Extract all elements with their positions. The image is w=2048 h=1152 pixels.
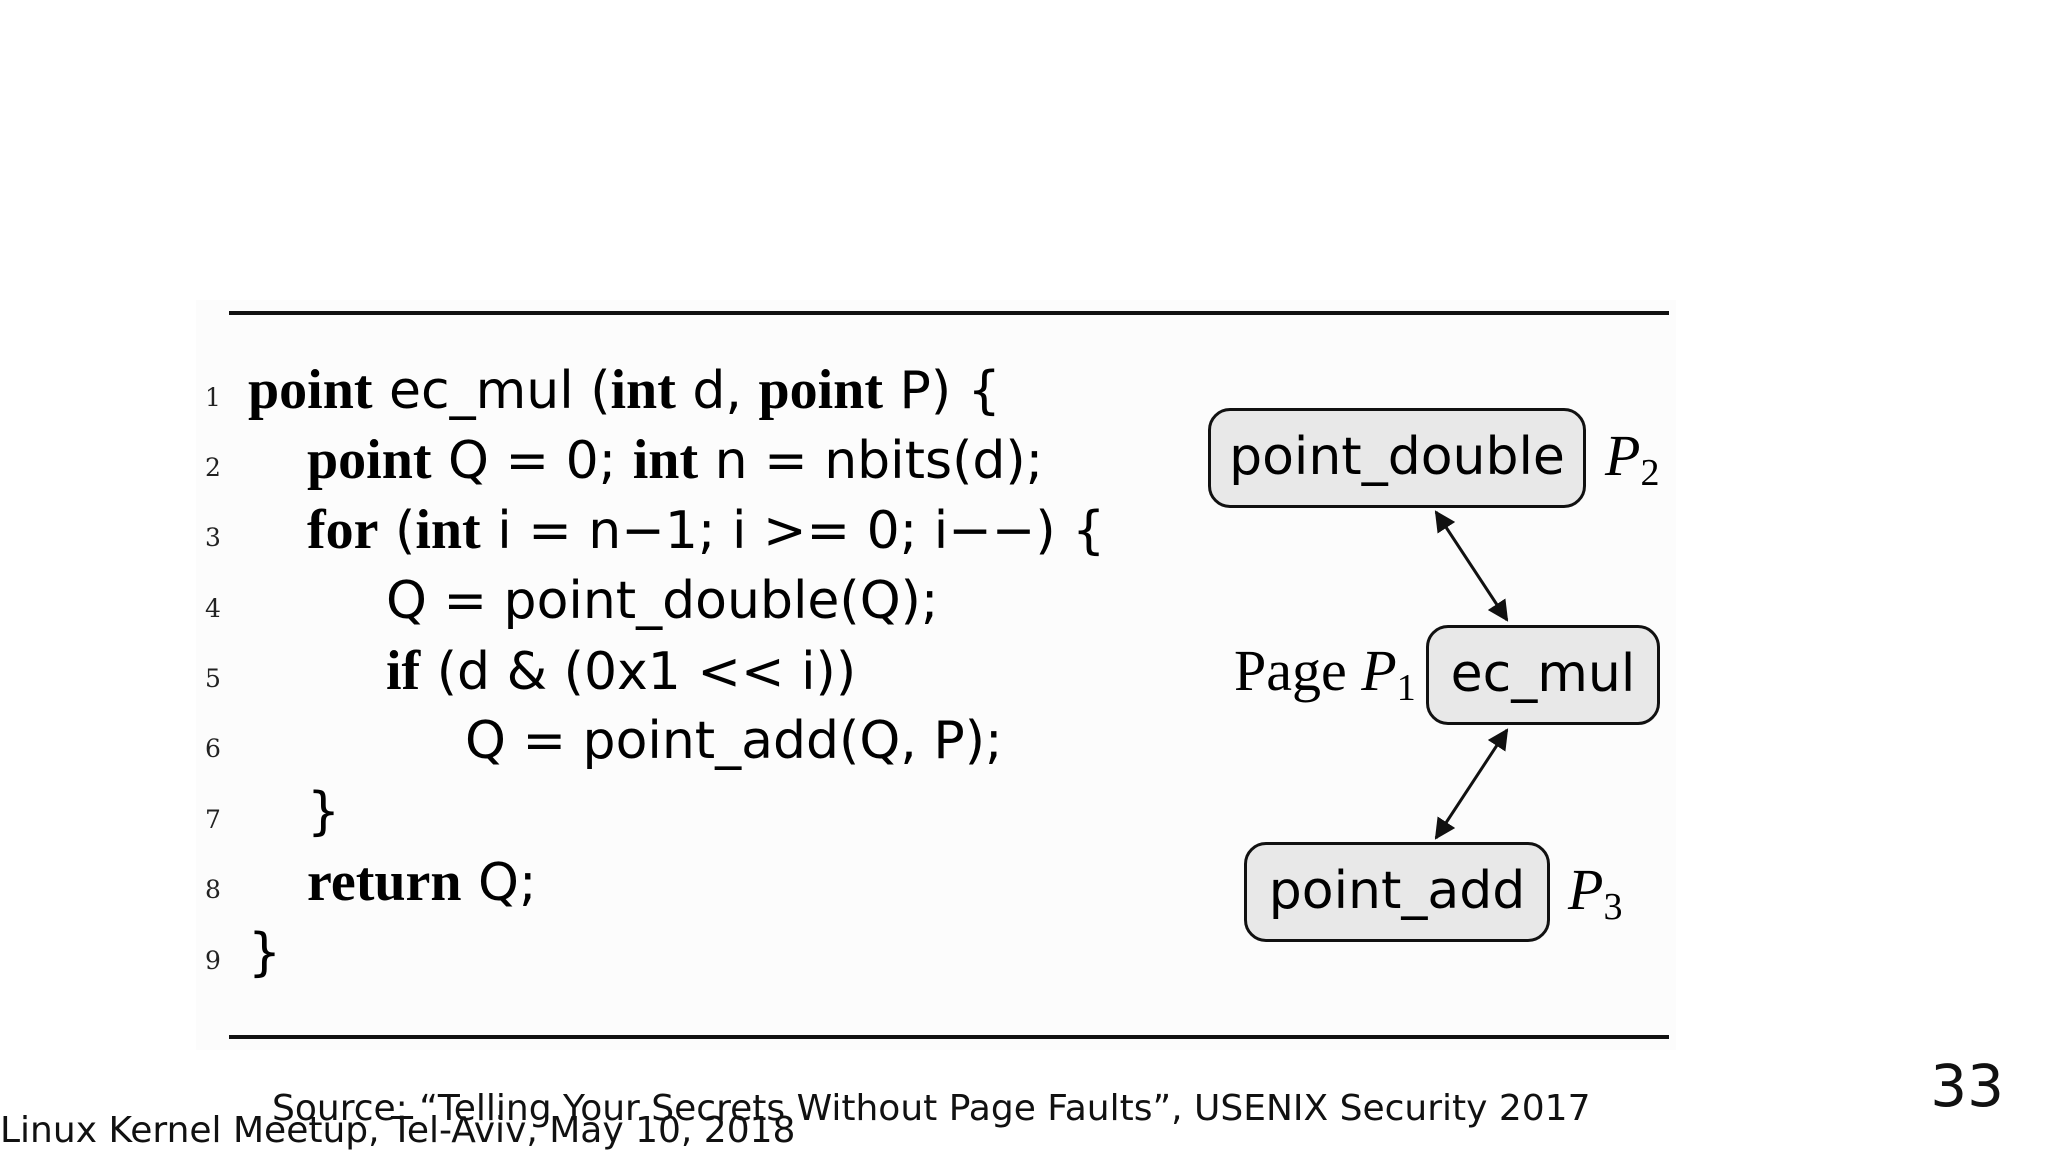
code-fragment: } [307, 782, 341, 842]
line-number: 8 [205, 875, 221, 904]
code-text: Q = point_add(Q, P); [465, 706, 1003, 776]
code-text: Q = point_double(Q); [386, 566, 938, 636]
p3-subscript: 3 [1603, 886, 1623, 928]
code-keyword: point [758, 359, 883, 421]
line-number: 3 [205, 523, 221, 552]
code-fragment: Q = point_double(Q); [386, 571, 939, 631]
node-ec-mul: ec_mul [1426, 625, 1660, 725]
code-fragment: n = nbits(d); [698, 431, 1044, 491]
code-text: for (int i = n−1; i >= 0; i−−) { [307, 495, 1105, 566]
label-page-p2: P2 [1605, 422, 1659, 495]
p2-subscript: 2 [1640, 452, 1660, 494]
line-number: 5 [205, 664, 221, 693]
code-keyword: if [386, 640, 421, 702]
line-number: 1 [205, 383, 221, 412]
code-text: point ec_mul (int d, point P) { [248, 355, 1001, 426]
code-keyword: return [307, 851, 462, 913]
code-text: if (d & (0x1 << i)) [386, 636, 856, 707]
code-keyword: int [632, 429, 699, 491]
bottom-rule [229, 1035, 1669, 1039]
code-fragment: d, [675, 361, 759, 421]
label-page-p3: P3 [1568, 856, 1622, 929]
code-fragment: ec_mul ( [372, 361, 611, 421]
code-keyword: point [307, 429, 432, 491]
p1-letter: P [1361, 638, 1397, 703]
code-fragment: i = n−1; i >= 0; i−−) { [480, 501, 1106, 561]
code-fragment: P) { [882, 361, 1001, 421]
code-fragment: } [248, 923, 282, 983]
code-fragment: ( [378, 501, 416, 561]
code-keyword: point [248, 359, 373, 421]
top-rule [229, 311, 1669, 315]
p1-prefix: Page [1234, 638, 1362, 703]
code-fragment: Q = 0; [431, 431, 633, 491]
code-fragment: Q; [461, 853, 537, 913]
code-text: point Q = 0; int n = nbits(d); [307, 425, 1043, 496]
node-point-double: point_double [1208, 408, 1586, 508]
code-keyword: int [610, 359, 676, 421]
footer-event: Linux Kernel Meetup, Tel-Aviv, May 10, 2… [0, 1110, 796, 1151]
code-keyword: int [415, 499, 481, 561]
label-page-p1: Page P1 [1234, 637, 1416, 710]
arrow-ecmul-add [1434, 728, 1509, 840]
p3-letter: P [1568, 857, 1604, 922]
code-fragment: Q = point_add(Q, P); [465, 711, 1003, 771]
code-fragment: (d & (0x1 << i)) [420, 642, 857, 702]
code-text: } [248, 918, 281, 988]
p1-subscript: 1 [1396, 667, 1416, 709]
line-number: 6 [205, 734, 221, 763]
arrow-double-ecmul [1434, 510, 1509, 622]
p2-letter: P [1605, 423, 1641, 488]
node-point-add: point_add [1244, 842, 1550, 942]
line-number: 4 [205, 594, 221, 623]
code-keyword: for [307, 499, 379, 561]
line-number: 9 [205, 946, 221, 975]
line-number: 7 [205, 805, 221, 834]
code-text: return Q; [307, 847, 536, 918]
slide-number: 33 [1930, 1052, 2004, 1120]
code-text: } [307, 777, 340, 847]
line-number: 2 [205, 453, 221, 482]
source-citation: Source: “Telling Your Secrets Without Pa… [272, 1088, 1591, 1129]
